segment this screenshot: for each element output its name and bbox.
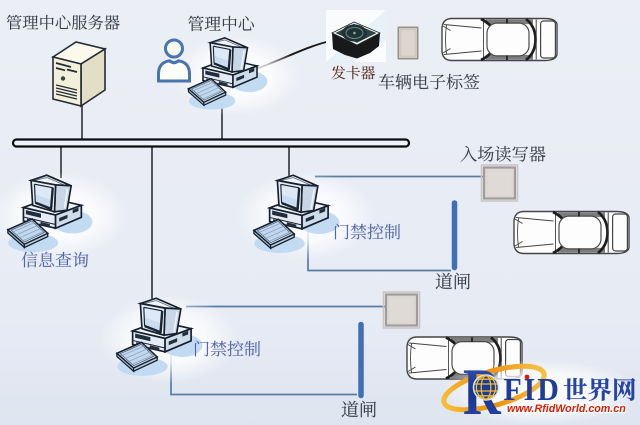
svg-text:www.RfidWorld.com.cn: www.RfidWorld.com.cn xyxy=(507,403,626,415)
svg-text:FID: FID xyxy=(504,372,561,407)
